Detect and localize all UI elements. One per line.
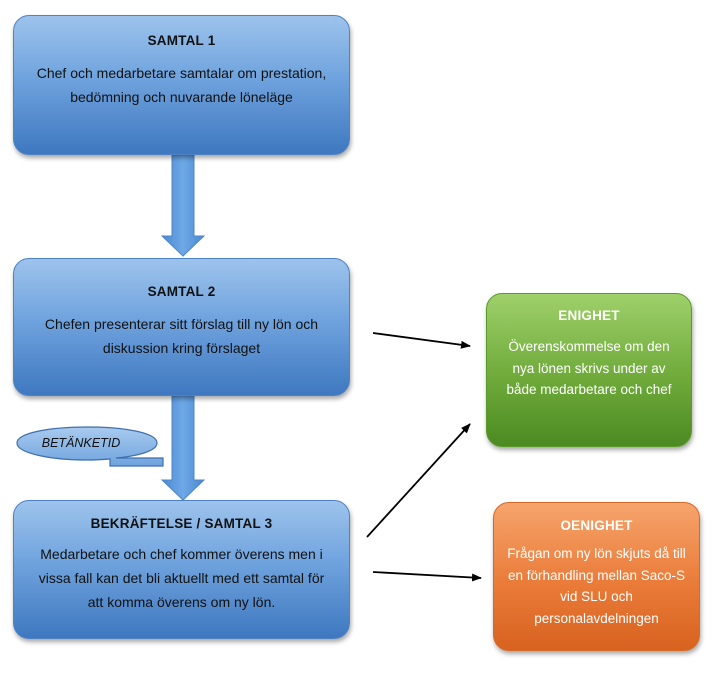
connector-samtal2-enighet xyxy=(372,332,471,349)
oenighet-title: OENIGHET xyxy=(560,518,633,533)
connector-samtal3-oenighet xyxy=(372,571,482,582)
enighet-box: ENIGHET Överenskommelse om den nya lönen… xyxy=(486,293,692,447)
enighet-text: Överenskommelse om den nya lönen skrivs … xyxy=(506,339,672,397)
samtal-3-text: Medarbetare och chef kommer överens men … xyxy=(38,546,325,610)
connector-samtal3-enighet xyxy=(366,423,471,538)
samtal-3-title: BEKRÄFTELSE / SAMTAL 3 xyxy=(90,516,273,531)
samtal-2-text: Chefen presenterar sitt förslag till ny … xyxy=(44,316,319,356)
oenighet-box: OENIGHET Frågan om ny lön skjuts då till… xyxy=(493,502,700,651)
samtal-1-title: SAMTAL 1 xyxy=(147,33,216,48)
samtal-1-box: SAMTAL 1 Chef och medarbetare samtalar o… xyxy=(13,15,350,155)
flow-arrow-1-to-2 xyxy=(160,154,206,257)
betanketid-label: BETÄNKETID xyxy=(41,436,121,450)
samtal-3-box: BEKRÄFTELSE / SAMTAL 3 Medarbetare och c… xyxy=(13,500,350,639)
samtal-2-title: SAMTAL 2 xyxy=(147,284,216,299)
samtal-1-text: Chef och medarbetare samtalar om prestat… xyxy=(36,65,327,105)
enighet-title: ENIGHET xyxy=(558,308,620,323)
samtal-2-box: SAMTAL 2 Chefen presenterar sitt förslag… xyxy=(13,258,350,396)
betanketid-callout xyxy=(16,426,164,467)
oenighet-text: Frågan om ny lön skjuts då till en förha… xyxy=(507,546,686,626)
flow-arrow-2-to-3 xyxy=(160,395,206,501)
